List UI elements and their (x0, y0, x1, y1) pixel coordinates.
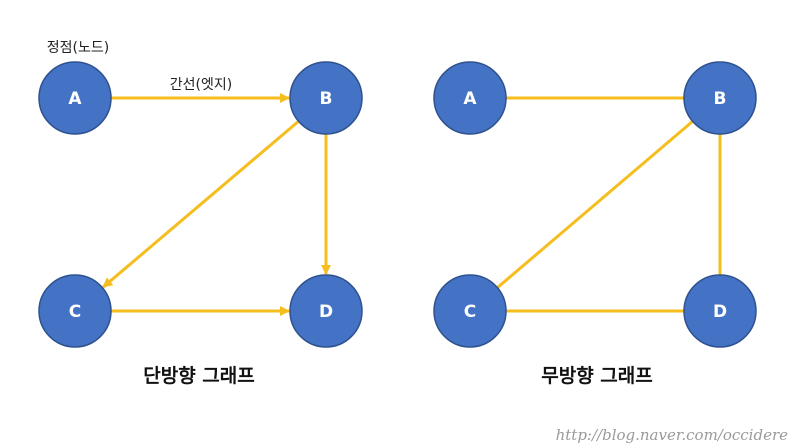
undirected-node-label: C (464, 302, 476, 322)
directed-node-circle (38, 61, 112, 135)
directed-node-circle (38, 274, 112, 348)
directed-node-b: B (289, 61, 363, 135)
undirected-graph-title: 무방향 그래프 (541, 365, 653, 387)
watermark: http://blog.naver.com/occidere (556, 426, 789, 444)
directed-node-circle (289, 274, 363, 348)
undirected-node-c: C (433, 274, 507, 348)
directed-node-label: A (68, 89, 82, 109)
directed-nodes: A B C D (38, 61, 363, 348)
directed-node-circle (289, 61, 363, 135)
undirected-node-circle (683, 61, 757, 135)
directed-node-label: D (319, 302, 333, 322)
directed-edge-b-c (102, 120, 300, 289)
directed-node-c: C (38, 274, 112, 348)
undirected-edges (469, 96, 722, 313)
directed-node-d: D (289, 274, 363, 348)
edge-annotation: 간선(엣지) (170, 77, 232, 93)
undirected-node-d: D (683, 274, 757, 348)
undirected-node-label: D (713, 302, 727, 322)
undirected-node-circle (433, 61, 507, 135)
vertex-annotation: 정점(노드) (47, 40, 109, 56)
directed-graph-title: 단방향 그래프 (143, 365, 255, 387)
undirected-node-b: B (683, 61, 757, 135)
directed-edges (102, 93, 331, 316)
directed-node-label: C (69, 302, 81, 322)
directed-node-a: A (38, 61, 112, 135)
undirected-edge-b-c (469, 96, 721, 313)
undirected-node-label: B (714, 89, 727, 109)
undirected-node-circle (683, 274, 757, 348)
undirected-node-label: A (463, 89, 477, 109)
directed-node-label: B (320, 89, 333, 109)
undirected-node-circle (433, 274, 507, 348)
undirected-node-a: A (433, 61, 507, 135)
undirected-nodes: A B C D (433, 61, 757, 348)
